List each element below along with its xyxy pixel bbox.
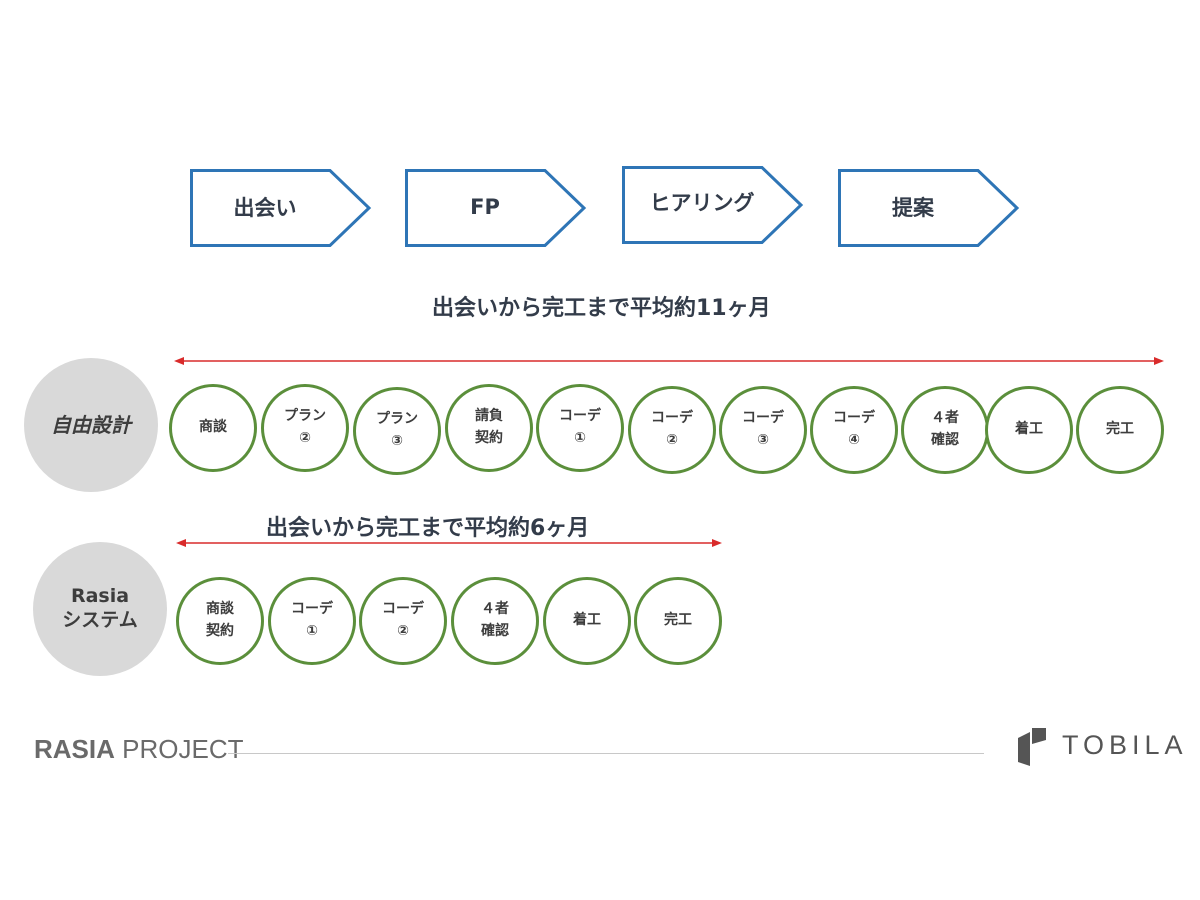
stage-label: 提案 <box>892 196 934 220</box>
step-line2: 契約 <box>475 430 503 446</box>
step-circle: 請負 契約 <box>445 384 533 472</box>
step-circle: コーデ ② <box>359 577 447 665</box>
step-line1: 完工 <box>1106 421 1134 438</box>
brand-light: PROJECT <box>114 734 244 764</box>
step-circle: コーデ ④ <box>810 386 898 474</box>
step-line2: ① <box>574 430 586 446</box>
footer-brand: RASIA PROJECT <box>34 734 243 765</box>
stage-flow: 出会い FP ヒアリング 提案 <box>0 0 1200 260</box>
step-circle: ４者 確認 <box>901 386 989 474</box>
step-line1: プラン <box>284 408 326 425</box>
pentagon-arrow-shape <box>405 169 587 247</box>
step-line2: ③ <box>391 433 403 449</box>
step-line1: コーデ <box>651 410 693 427</box>
step-line1: ４者 <box>481 601 509 618</box>
step-line1: 着工 <box>1015 421 1043 438</box>
rasia-row-label: Rasia システム <box>33 542 167 676</box>
step-line1: コーデ <box>833 410 875 427</box>
step-circle: 着工 <box>543 577 631 665</box>
step-circle: プラン ② <box>261 384 349 472</box>
step-circle: 完工 <box>1076 386 1164 474</box>
step-circle: コーデ ② <box>628 386 716 474</box>
stage-proposal: 提案 <box>838 169 1020 247</box>
stage-label: 出会い <box>233 196 297 220</box>
step-circle: 商談 <box>169 384 257 472</box>
step-line2: ③ <box>757 432 769 448</box>
step-line1: プラン <box>376 411 418 428</box>
stage-fp: FP <box>405 169 587 247</box>
footer-divider <box>228 753 984 754</box>
step-line1: コーデ <box>742 410 784 427</box>
step-circle: 商談 契約 <box>176 577 264 665</box>
custom-span-arrow <box>174 357 1164 365</box>
rasia-span-title: 出会いから完工まで平均約6ヶ月 <box>266 516 590 541</box>
step-line1: 完工 <box>664 612 692 629</box>
step-line1: 商談 <box>206 601 234 618</box>
stage-hearing: ヒアリング <box>622 166 804 244</box>
step-line1: コーデ <box>291 601 333 618</box>
step-circle: コーデ ① <box>536 384 624 472</box>
rasia-label-line1: Rasia <box>70 585 130 608</box>
stage-label: FP <box>470 195 500 219</box>
step-line2: 確認 <box>481 623 509 639</box>
step-line2: ② <box>666 432 678 448</box>
step-circle: 着工 <box>985 386 1073 474</box>
step-line1: ４者 <box>931 410 959 427</box>
pentagon-arrow-shape <box>190 169 372 247</box>
step-line1: コーデ <box>559 408 601 425</box>
step-line1: 請負 <box>475 408 503 425</box>
tobila-logo-icon <box>1018 728 1046 766</box>
rasia-span-arrow <box>176 539 722 547</box>
stage-deai: 出会い <box>190 169 372 247</box>
stage-label: ヒアリング <box>649 191 755 215</box>
step-circle: コーデ ① <box>268 577 356 665</box>
step-line2: ④ <box>848 432 860 448</box>
step-line2: ② <box>299 430 311 446</box>
pentagon-arrow-shape <box>838 169 1020 247</box>
step-circle: 完工 <box>634 577 722 665</box>
custom-span-title: 出会いから完工まで平均約11ヶ月 <box>432 296 771 321</box>
step-line2: ② <box>397 623 409 639</box>
step-circle: ４者 確認 <box>451 577 539 665</box>
pentagon-arrow-shape <box>622 166 804 244</box>
step-line2: 確認 <box>931 432 959 448</box>
step-line1: コーデ <box>382 601 424 618</box>
rasia-label-line2: システム <box>62 609 138 631</box>
step-line2: 契約 <box>206 623 234 639</box>
custom-design-label: 自由設計 <box>51 412 131 437</box>
step-circle: プラン ③ <box>353 387 441 475</box>
custom-design-row-label: 自由設計 <box>24 358 158 492</box>
step-line2: ① <box>306 623 318 639</box>
step-circle: コーデ ③ <box>719 386 807 474</box>
step-line1: 着工 <box>573 612 601 629</box>
tobila-logo-text: TOBILA <box>1062 730 1188 760</box>
brand-bold: RASIA <box>34 734 115 764</box>
step-line1: 商談 <box>199 419 227 436</box>
